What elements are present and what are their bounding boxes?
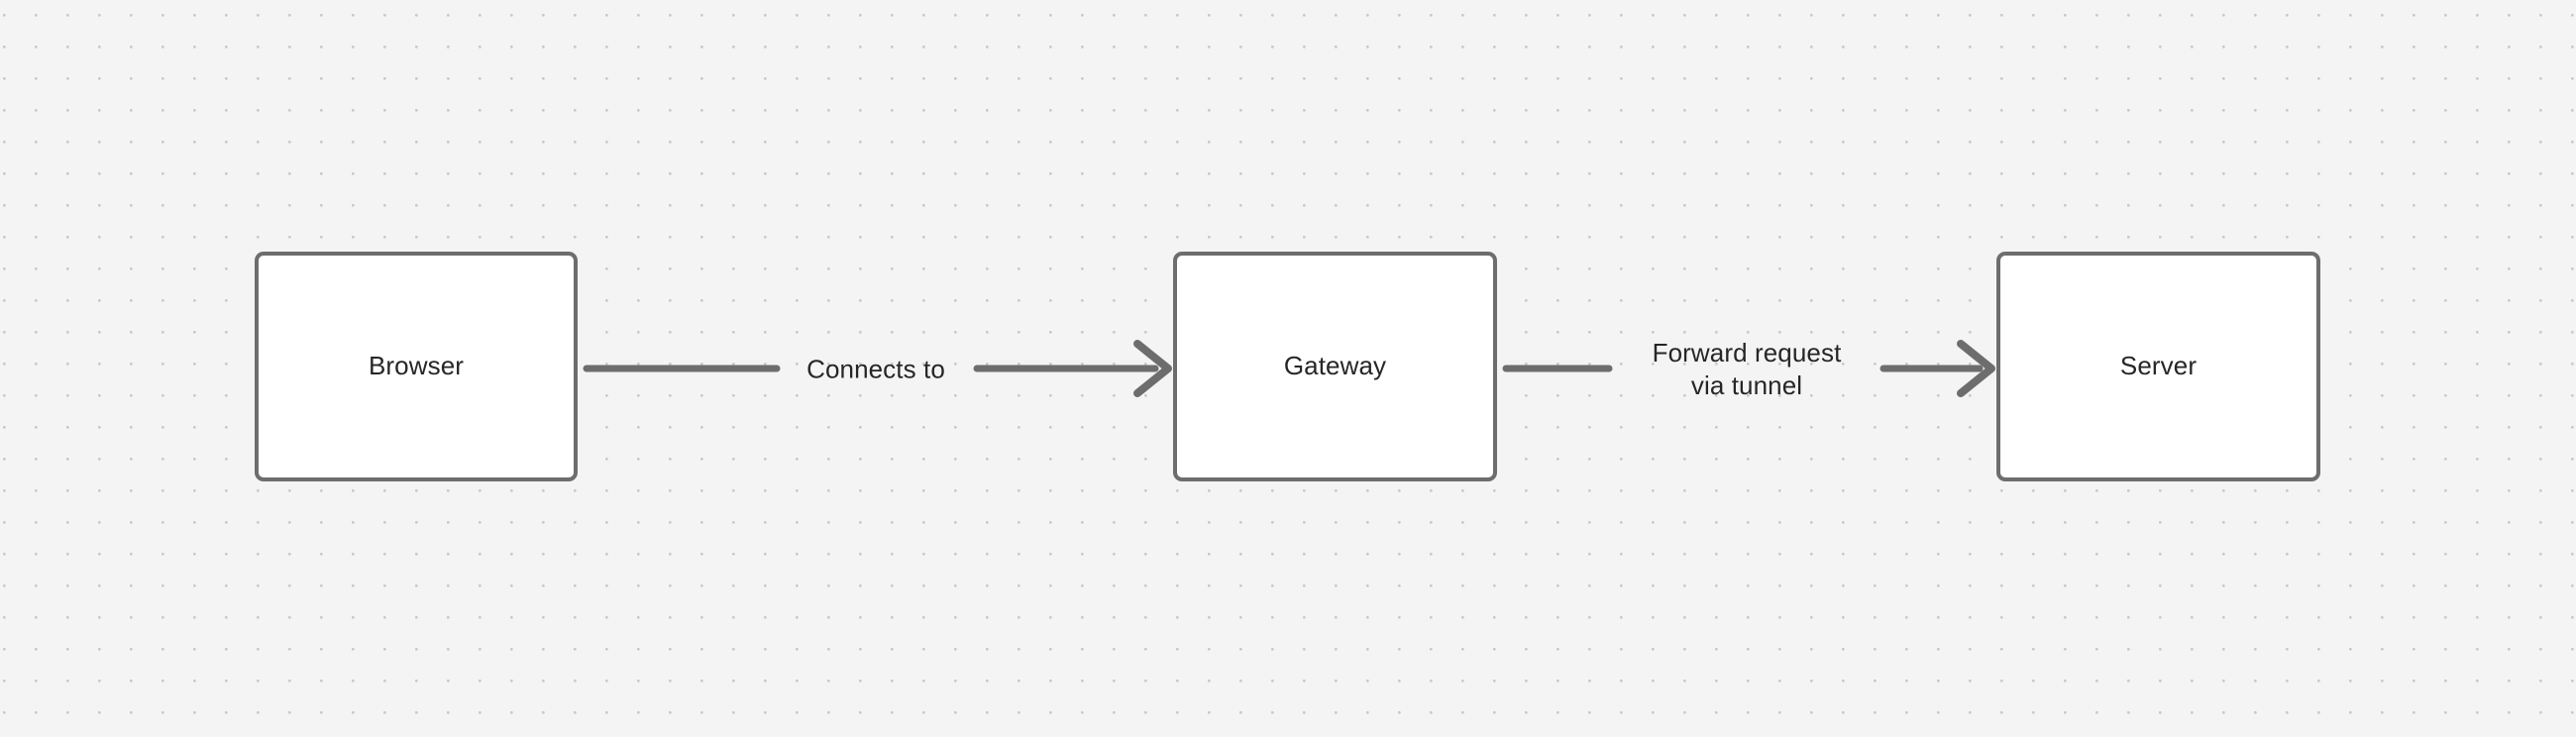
node-gateway-label: Gateway [1283, 351, 1387, 381]
node-server-label: Server [2119, 351, 2198, 381]
node-gateway[interactable]: Gateway [1173, 252, 1497, 481]
edge-label-connects-to: Connects to [806, 354, 945, 384]
node-browser[interactable]: Browser [255, 252, 578, 481]
arrowhead-icon [1957, 340, 1995, 397]
edge-label-forward-request-via-tunnel: Forward request via tunnel [1652, 338, 1842, 400]
node-server[interactable]: Server [1996, 252, 2320, 481]
node-browser-label: Browser [368, 351, 465, 381]
arrowhead-icon [1133, 340, 1172, 397]
